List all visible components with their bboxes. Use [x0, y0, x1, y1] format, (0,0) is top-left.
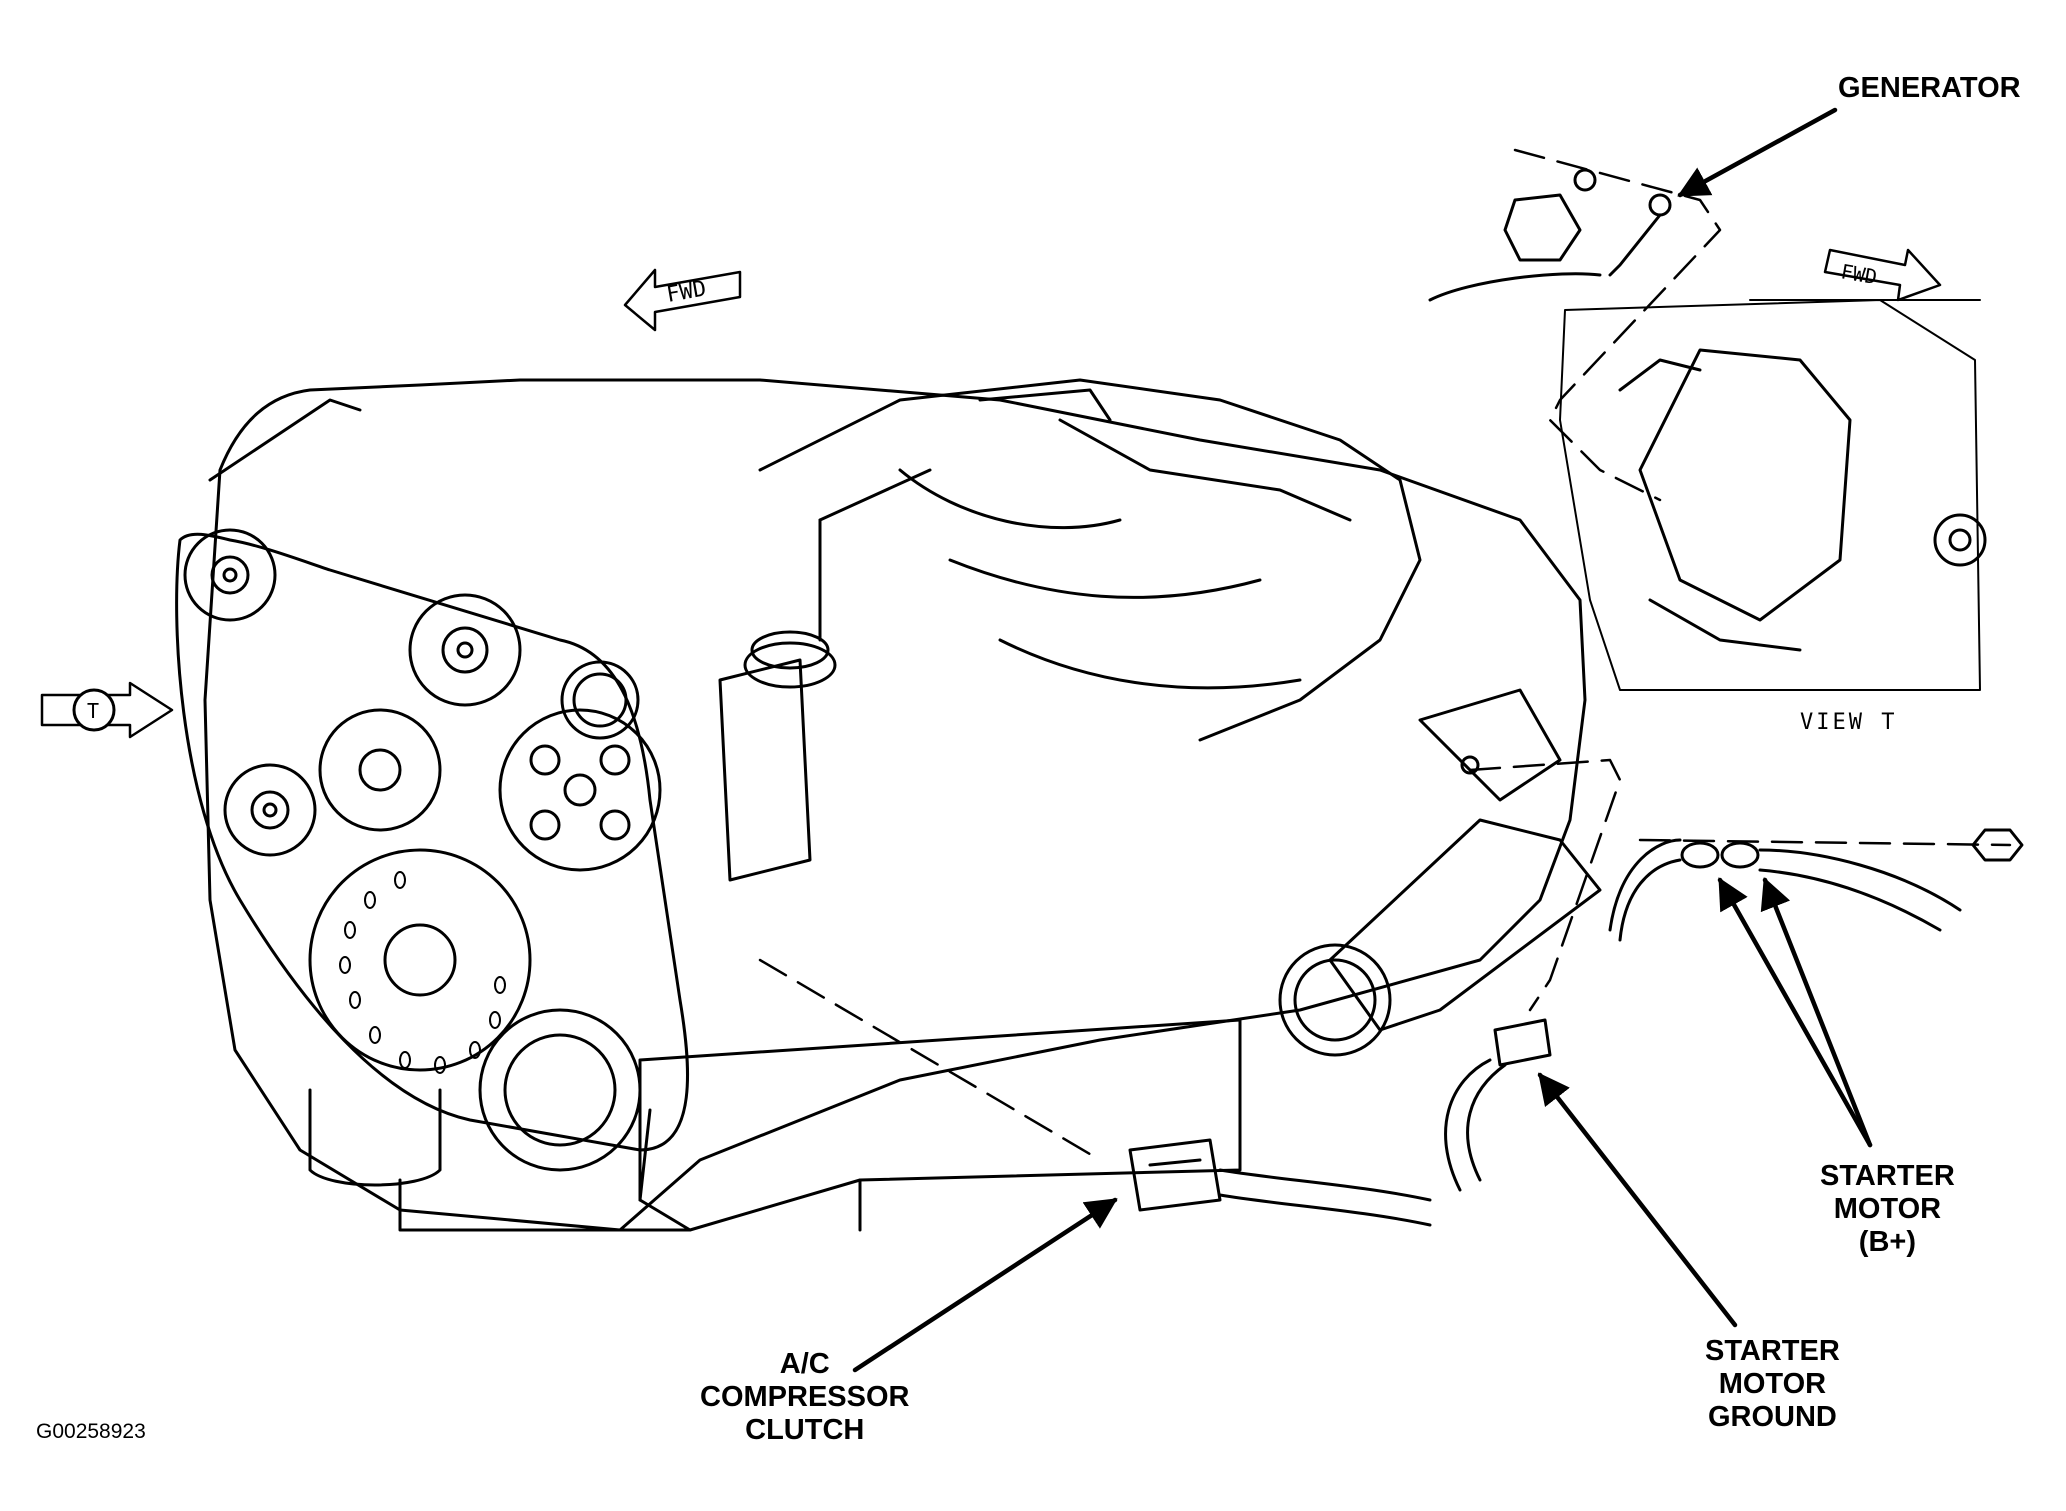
pulleys: [183, 528, 1392, 1172]
serpentine-belt: [175, 532, 690, 1152]
ac-compressor-clutch-label: A/C COMPRESSOR CLUTCH: [700, 1348, 910, 1446]
generator-label: GENERATOR: [1838, 72, 2021, 104]
starter-motor: [1328, 688, 1602, 1032]
detail-view-t: [1559, 299, 1987, 691]
starter-motor-ground-label: STARTER MOTOR GROUND: [1705, 1335, 1840, 1433]
starter-motor-b-plus-label: STARTER MOTOR (B+): [1820, 1160, 1955, 1258]
detail-forward-arrow-icon: [1823, 248, 1942, 302]
ac-compressor-connector: [1128, 1138, 1432, 1227]
damper-holes: [339, 871, 506, 1074]
forward-arrow-icon: [623, 268, 742, 332]
intake-manifold: [758, 378, 1422, 742]
starter-b-plus-cables: [1608, 828, 2024, 942]
engine-block: [203, 378, 1587, 1232]
power-steering-reservoir: [718, 518, 837, 882]
view-t-label: VIEW T: [1800, 710, 1898, 735]
detail-fwd-label: FWD: [1839, 259, 1879, 289]
view-arrow-icon: [40, 681, 174, 739]
oil-filter: [308, 1088, 442, 1187]
starter-ground-connector: [1444, 1018, 1552, 1192]
figure-id: G00258923: [36, 1420, 146, 1443]
leader-arrow-icon: [852, 107, 1873, 1373]
view-marker-label: T: [87, 699, 99, 723]
routing-lines: [758, 148, 2012, 1162]
generator-connector: [1428, 168, 1672, 302]
